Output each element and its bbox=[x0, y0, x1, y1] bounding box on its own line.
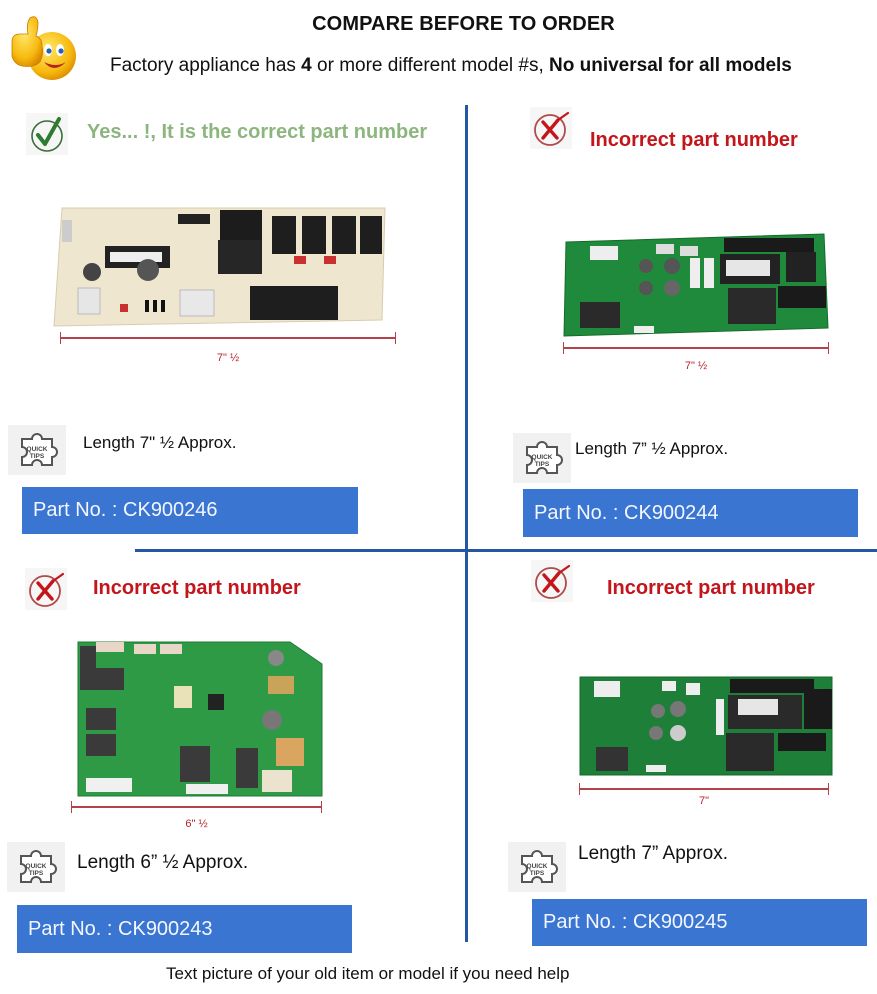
part-number-box: Part No. : CK900243 bbox=[17, 905, 352, 953]
svg-text:TIPS: TIPS bbox=[29, 870, 44, 877]
x-circle-icon bbox=[25, 568, 67, 610]
length-measure-line bbox=[563, 342, 829, 354]
svg-text:TIPS: TIPS bbox=[535, 461, 550, 468]
x-circle-icon bbox=[531, 560, 573, 602]
length-text: Length 7” Approx. bbox=[578, 843, 728, 864]
measure-label: 7" ½ bbox=[684, 360, 708, 372]
vertical-divider bbox=[465, 105, 468, 942]
check-circle-icon bbox=[26, 113, 68, 155]
length-text: Length 7" ½ Approx. bbox=[83, 433, 237, 452]
subtitle-emphasis: No universal for all models bbox=[549, 55, 792, 76]
length-measure-line bbox=[579, 783, 829, 795]
model-count: 4 bbox=[301, 55, 312, 76]
measure-label: 7" bbox=[698, 795, 710, 807]
part-number-box: Part No. : CK900246 bbox=[22, 487, 358, 534]
status-heading: Incorrect part number bbox=[590, 129, 798, 151]
measure-label: 6" ½ bbox=[185, 818, 208, 830]
svg-text:TIPS: TIPS bbox=[30, 453, 45, 460]
status-heading: Yes... !, It is the correct part number bbox=[87, 121, 428, 143]
svg-text:QUICK: QUICK bbox=[27, 446, 48, 453]
quick-tips-puzzle-icon: QUICK TIPS bbox=[508, 842, 566, 892]
length-text: Length 7” ½ Approx. bbox=[575, 439, 729, 458]
part-number-box: Part No. : CK900245 bbox=[532, 899, 867, 946]
length-measure-line bbox=[71, 801, 322, 813]
status-heading: Incorrect part number bbox=[93, 577, 301, 599]
length-text: Length 6” ½ Approx. bbox=[77, 852, 249, 873]
control-board-image bbox=[579, 676, 833, 776]
page-subtitle: Factory appliance has 4 or more differen… bbox=[110, 55, 792, 77]
length-measure-line bbox=[60, 332, 396, 344]
horizontal-divider bbox=[135, 549, 877, 552]
svg-text:TIPS: TIPS bbox=[530, 870, 545, 877]
svg-text:QUICK: QUICK bbox=[26, 863, 47, 870]
control-board-image bbox=[53, 207, 386, 327]
subtitle-text: or more different model #s, bbox=[311, 55, 550, 76]
control-board-image bbox=[77, 641, 323, 797]
control-board-image bbox=[563, 233, 829, 337]
x-circle-icon bbox=[530, 107, 572, 149]
svg-text:QUICK: QUICK bbox=[532, 454, 553, 461]
quick-tips-puzzle-icon: QUICK TIPS bbox=[513, 433, 571, 483]
quick-tips-puzzle-icon: QUICK TIPS bbox=[7, 842, 65, 892]
status-heading: Incorrect part number bbox=[607, 577, 815, 599]
measure-label: 7" ½ bbox=[216, 352, 240, 364]
page-title: COMPARE BEFORE TO ORDER bbox=[312, 13, 615, 35]
svg-text:QUICK: QUICK bbox=[527, 863, 548, 870]
footer-help-text: Text picture of your old item or model i… bbox=[166, 964, 570, 983]
thumbs-up-smiley-icon bbox=[11, 16, 76, 80]
part-number-box: Part No. : CK900244 bbox=[523, 489, 858, 537]
subtitle-text: Factory appliance has bbox=[110, 55, 302, 76]
quick-tips-puzzle-icon: QUICK TIPS bbox=[8, 425, 66, 475]
